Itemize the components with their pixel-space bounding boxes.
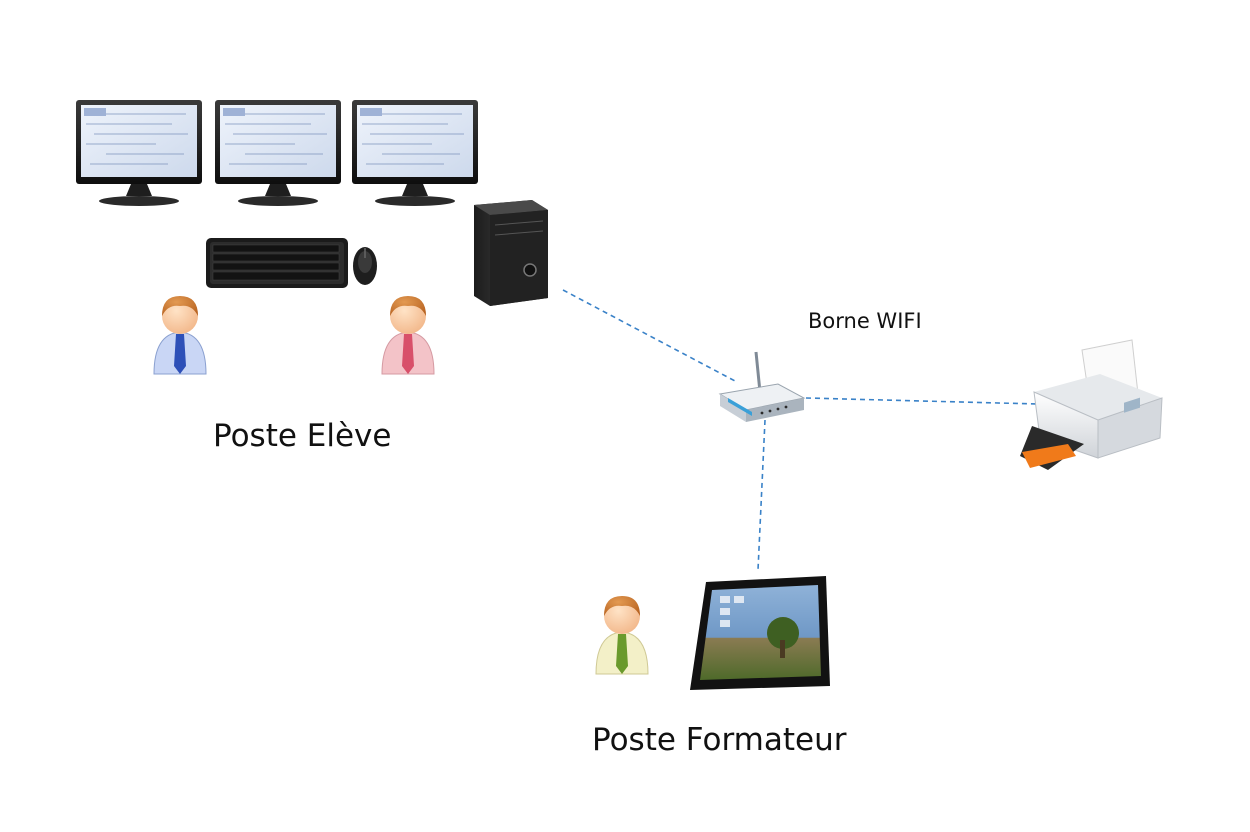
printer-icon xyxy=(1020,339,1163,470)
monitor-icon xyxy=(76,100,202,206)
monitor-icon xyxy=(215,100,341,206)
node-label-borne-wifi: Borne WIFI xyxy=(808,309,922,333)
tablet-icon xyxy=(690,576,830,690)
user-icon xyxy=(595,596,649,675)
node-label-poste-formateur: Poste Formateur xyxy=(592,722,847,758)
pc-tower-icon xyxy=(474,200,548,306)
user-icon xyxy=(153,296,207,375)
keyboard-icon xyxy=(206,238,348,288)
wifi-router-icon xyxy=(718,351,806,422)
user-icon xyxy=(381,296,435,375)
mouse-icon xyxy=(353,247,377,285)
link-eleve-wifi xyxy=(562,289,736,382)
monitor-icon xyxy=(352,100,478,206)
node-label-poste-eleve: Poste Elève xyxy=(213,418,392,454)
connections xyxy=(562,289,1039,571)
link-wifi-printer xyxy=(805,397,1039,405)
link-wifi-formateur xyxy=(757,419,766,571)
